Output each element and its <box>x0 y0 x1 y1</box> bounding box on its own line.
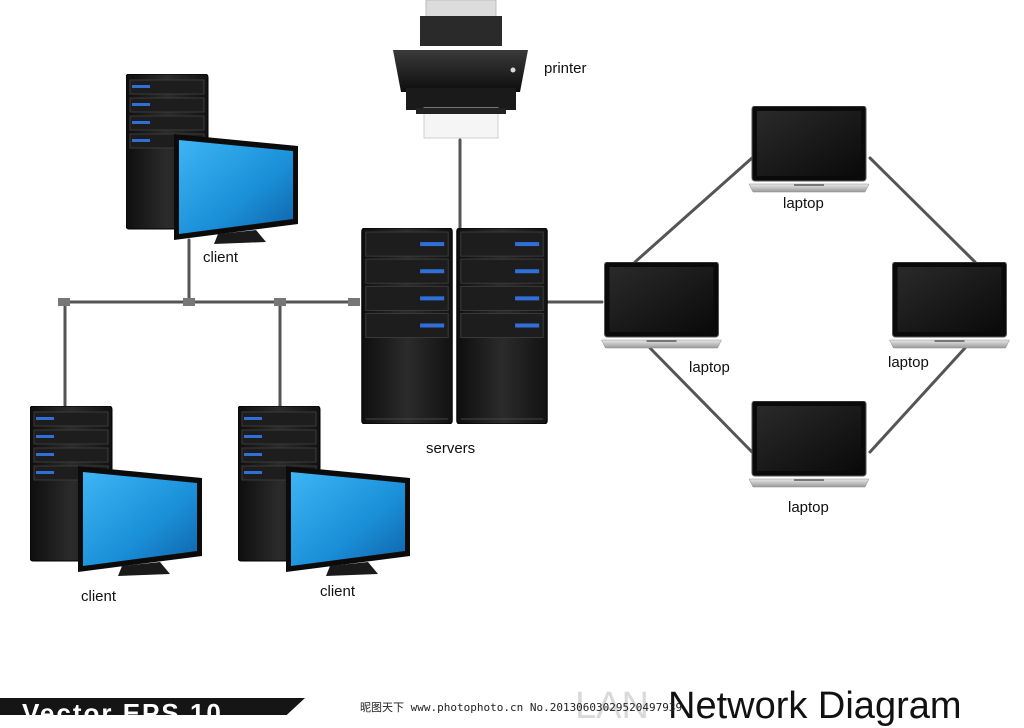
desktop-client-icon <box>238 406 411 576</box>
printer-label: printer <box>544 60 587 77</box>
laptop-label-right: laptop <box>888 354 929 371</box>
ring-bottom-left <box>648 346 754 454</box>
connector-joints <box>58 298 360 306</box>
format-banner: Vector EPS 10 <box>0 698 305 715</box>
laptop-label-left: laptop <box>689 359 730 376</box>
desktop-client-icon <box>126 74 299 244</box>
client-label-bottom-middle: client <box>320 583 356 600</box>
servers-label: servers <box>426 440 476 457</box>
desktop-client-icon <box>30 406 203 576</box>
diagram-title: Network Diagram <box>668 685 962 727</box>
ring-top-left <box>633 156 754 264</box>
connection-lines <box>62 138 977 454</box>
laptop-label-top: laptop <box>783 195 824 212</box>
client-label-bottom-left: client <box>81 588 117 605</box>
server-tower-icon <box>456 228 548 424</box>
watermark-text: 昵图天下 www.photophoto.cn No.20130603029520… <box>360 701 683 714</box>
ring-top-right <box>868 156 977 264</box>
laptop-icon <box>888 262 1011 349</box>
format-banner-text: Vector EPS 10 <box>22 698 223 728</box>
client-label-top: client <box>203 249 239 266</box>
laptop-icon <box>600 262 723 349</box>
ring-bottom-right <box>868 346 967 454</box>
printer-icon <box>392 0 529 139</box>
server-tower-icon <box>361 228 453 424</box>
laptop-label-bottom: laptop <box>788 499 829 516</box>
laptop-icon <box>748 106 870 193</box>
laptop-icon <box>748 401 870 488</box>
